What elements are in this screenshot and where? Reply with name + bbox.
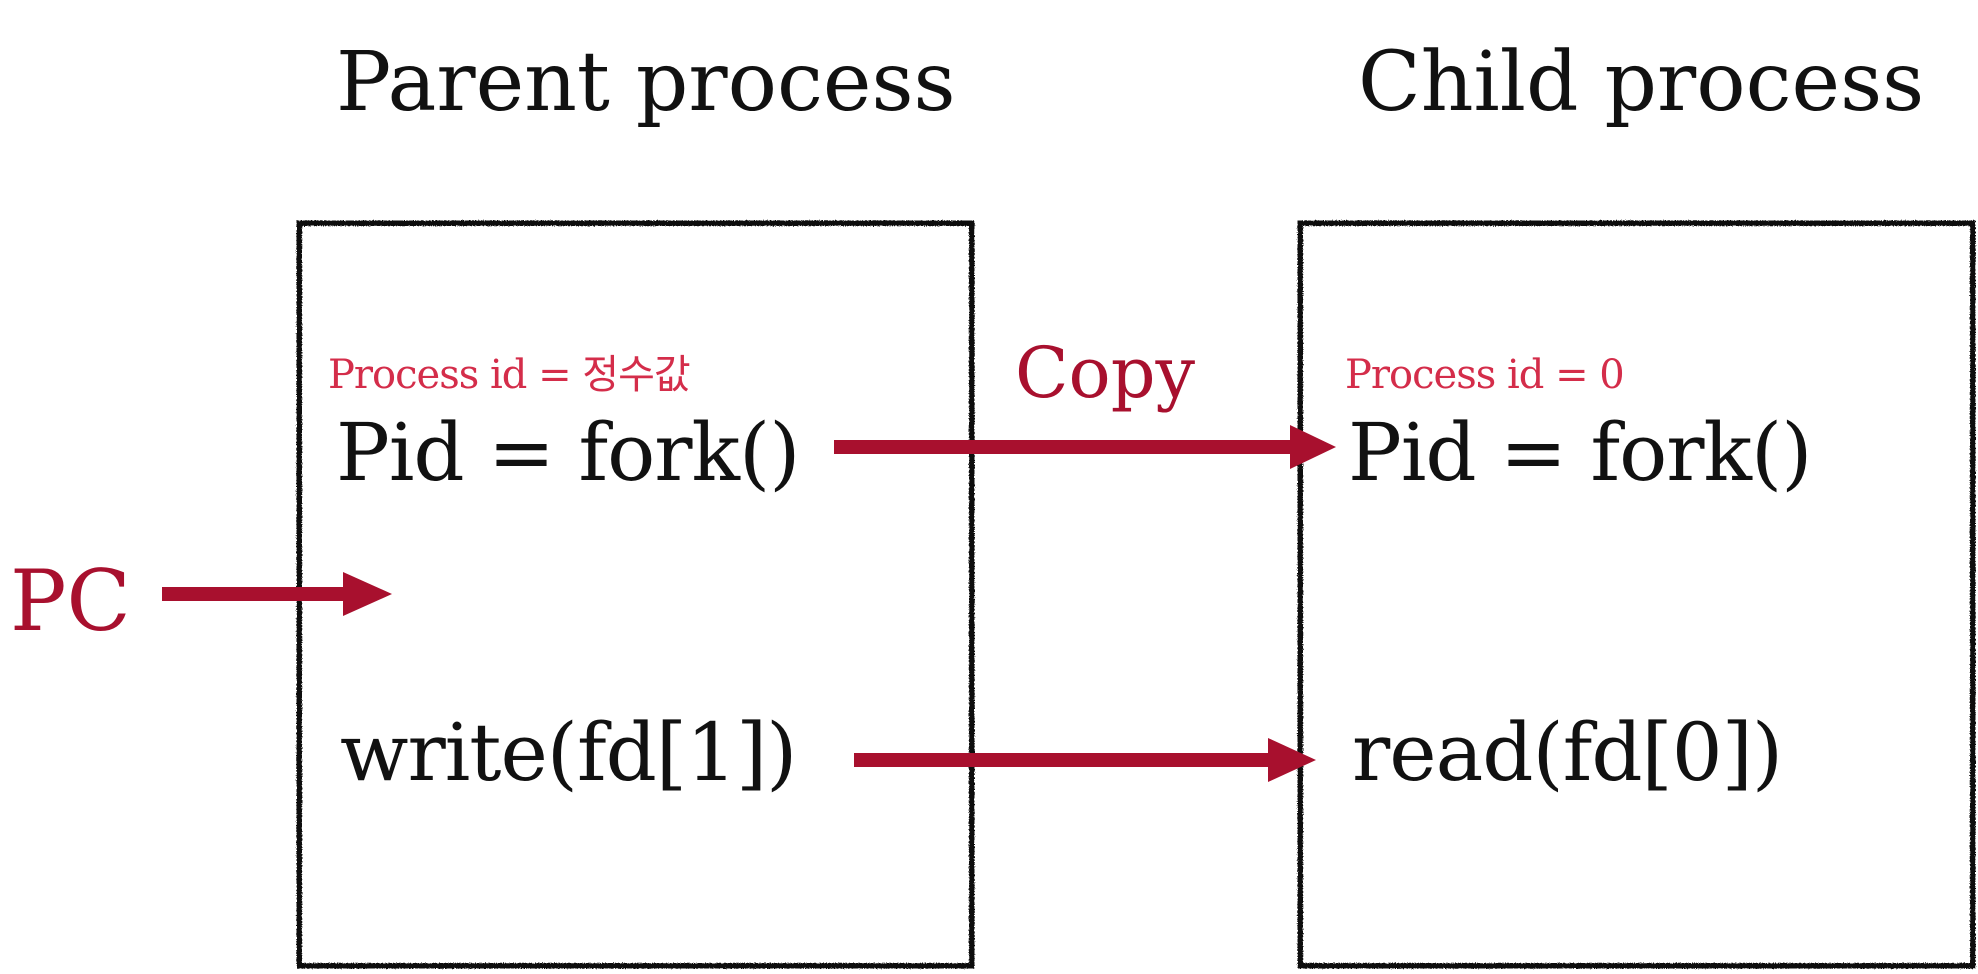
child-process-title: Child process bbox=[1358, 35, 1925, 130]
child-fork-line: Pid = fork() bbox=[1348, 406, 1812, 499]
parent-process-title: Parent process bbox=[336, 35, 956, 130]
pc-label: PC bbox=[10, 552, 131, 650]
child-read-line: read(fd[0]) bbox=[1352, 706, 1783, 799]
pipe-arrow-icon bbox=[854, 738, 1316, 782]
child-process-box bbox=[1297, 220, 1976, 969]
pc-arrow-icon bbox=[162, 572, 392, 616]
child-process-id-label: Process id = 0 bbox=[1345, 352, 1625, 398]
parent-fork-line: Pid = fork() bbox=[336, 406, 800, 499]
parent-process-id-label: Process id = 정수값 bbox=[328, 352, 691, 398]
copy-arrow-icon bbox=[834, 425, 1336, 469]
parent-process-box bbox=[296, 220, 975, 969]
copy-label: Copy bbox=[1015, 332, 1196, 414]
parent-write-line: write(fd[1]) bbox=[340, 706, 797, 799]
